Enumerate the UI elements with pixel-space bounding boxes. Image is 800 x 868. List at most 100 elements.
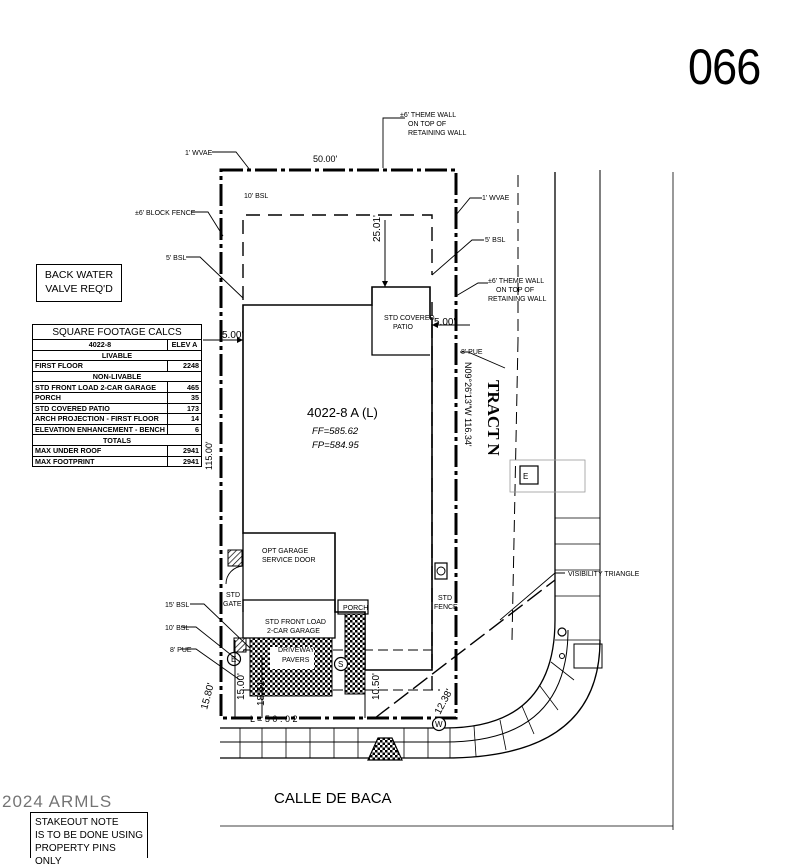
std-gate-label-2: GATE [223,601,242,608]
theme-wall-right-label-2: ON TOP OF [496,287,534,294]
covered-patio [371,305,430,356]
back-water-valve-note: BACK WATER VALVE REQ'D [36,264,122,302]
row-value: 173 [166,402,203,415]
walkway-pavers [344,613,366,695]
theme-wall-right-label-1: ±6' THEME WALL [488,278,544,285]
tract-label: TRACT N [484,380,503,456]
note-line-3: PROPERTY PINS ONLY [35,843,116,867]
dim-top-width: 50.00' [313,154,338,164]
dim-bearing: N09°26'13"W 116.34' [463,362,473,447]
std-fence-label-1: STD [438,595,452,602]
driveway-label-2: PAVERS [282,657,310,664]
electric-marker-icon [519,465,539,485]
electric-marker-label: E [523,472,528,481]
dim-front-left: 15.00' [236,673,247,700]
stakeout-note: STAKEOUT NOTE IS TO BE DONE USING PROPER… [30,812,148,867]
covered-patio-label-2: PATIO [393,324,414,331]
opt-garage-label-1: OPT GARAGE [262,548,308,555]
marker-w-icon [431,716,447,732]
rear-setback-line [242,214,433,300]
plan-name: 4022-8 A (L) [307,405,378,420]
door-swing [225,565,244,585]
plan-fp: FP=584.95 [312,440,359,451]
dim-front-small: 18.51' [256,679,267,706]
garage-label-2: 2-CAR GARAGE [267,628,320,635]
bwv-line-1: BACK WATER [44,269,114,281]
pue-right-label: 8' PUE [461,349,483,356]
row-value: 35 [166,391,203,404]
dim-bottom: L = 5 0 . 0 2 [250,714,297,724]
note-line-1: STAKEOUT NOTE [35,817,119,828]
std-gate-label-1: STD [226,592,240,599]
dim-lower-left: 15.80' [199,682,217,711]
bsl-front-label: 15' BSL [165,602,189,609]
watermark: 2024 ARMLS [2,792,113,811]
dim-front-right: 10.50' [371,673,382,700]
utility-box [233,637,247,653]
sqft-title: SQUARE FOOTAGE CALCS [32,324,202,340]
covered-patio-label-1: STD COVERED [384,315,435,322]
marker-s-label: S [338,660,343,669]
driveway-label-1: DRIVEWAY [278,647,315,654]
ac-pad [227,549,243,567]
meter-icon [434,562,448,580]
row-value: 6 [166,423,203,436]
marker-e-label: E [231,655,236,664]
theme-wall-top-label-3: RETAINING WALL [408,130,466,137]
lot-number: 066 [688,39,761,95]
street-name: CALLE DE BACA [274,790,392,807]
survey-box [509,459,586,493]
note-line-2: IS TO BE DONE USING [35,830,143,841]
dim-corner: 12.38' [433,687,455,716]
sqft-nonlivable-header: NON-LIVABLE [32,370,202,383]
wvae-right-label: 1' WVAE [482,195,510,202]
visibility-triangle-line [374,579,556,719]
marker-e-icon [226,651,242,667]
curb-ramp [367,737,403,761]
house-footprint [242,286,433,671]
block-fence-label: ±6' BLOCK FENCE [135,210,196,217]
marker-s-icon [333,656,349,672]
dim-side-left: 5.00' [222,330,243,341]
adjacent-lot-lines [220,170,674,830]
visibility-triangle-label: VISIBILITY TRIANGLE [568,571,640,578]
theme-wall-top-label-1: ±6' THEME WALL [400,112,456,119]
row-value: 465 [166,381,203,393]
bsl-right-label: 5' BSL [485,237,506,244]
row-value: 2941 [166,444,203,457]
sqft-livable-header: LIVABLE [32,349,202,362]
dim-side-right: 5.00' [434,317,455,328]
hydrant-icon [557,627,567,637]
porch-label: PORCH [343,605,368,612]
lot-boundary [219,168,458,720]
garage-label-1: STD FRONT LOAD [265,619,326,626]
plan-ff: FF=585.62 [312,426,359,437]
theme-wall-top-label-2: ON TOP OF [408,121,446,128]
bsl-left-label: 5' BSL [166,255,187,262]
row-value: 2248 [166,360,203,372]
row-value: 2941 [166,455,203,468]
sqft-elev-label: ELEV A [166,339,203,351]
dimension-lines [203,220,470,718]
bsl-front2-label: 10' BSL [165,625,189,632]
utility-pad [573,643,603,669]
bwv-line-2: VALVE REQ'D [45,283,113,295]
square-footage-table: SQUARE FOOTAGE CALCS 4022-8 ELEV A LIVAB… [32,324,203,468]
leader-lines [181,117,565,681]
theme-wall-right-label-3: RETAINING WALL [488,296,546,303]
row-value: 14 [166,413,203,425]
wvae-top-label: 1' WVAE [185,150,213,157]
std-fence-label-2: FENCE [434,604,458,611]
bsl-rear-label: 10' BSL [244,193,268,200]
sqft-totals-header: TOTALS [32,434,202,446]
dim-rear-setback: 25.01' [372,215,383,242]
pue-front-label: 8' PUE [170,647,192,654]
